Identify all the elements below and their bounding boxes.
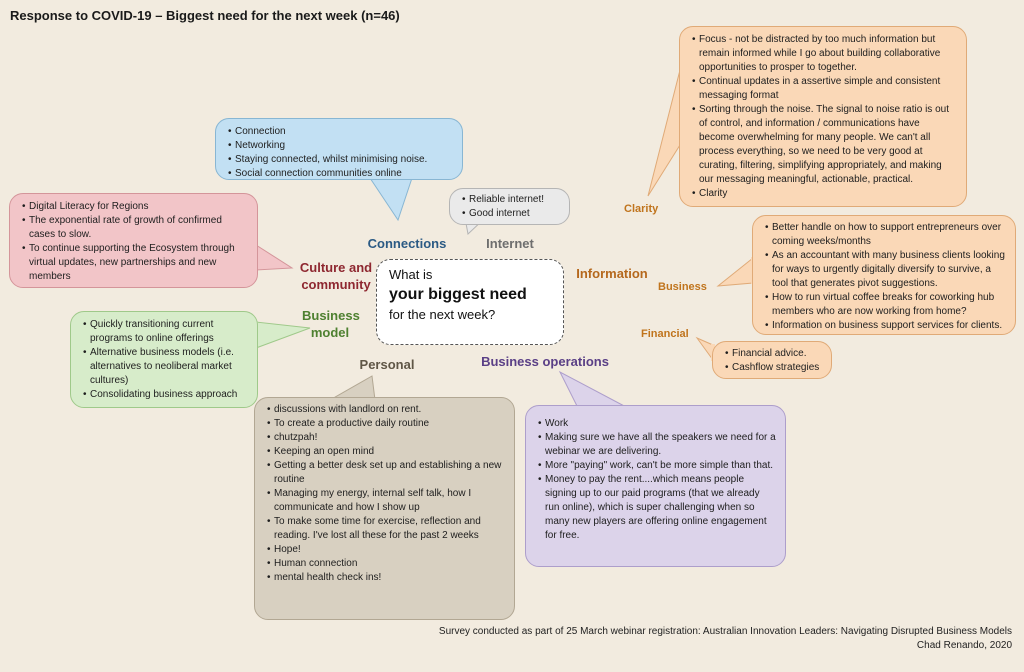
list-item: Cashflow strategies	[725, 361, 822, 375]
business-bubble: Better handle on how to support entrepre…	[752, 215, 1016, 335]
financial-tail	[695, 336, 714, 362]
category-information: Information	[576, 266, 648, 281]
connections-bubble: ConnectionNetworkingStaying connected, w…	[215, 118, 463, 181]
business-operations-list: WorkMaking sure we have all the speakers…	[538, 417, 776, 543]
list-item: Managing my energy, internal self talk, …	[267, 487, 505, 515]
list-item: Work	[538, 417, 776, 431]
list-item: Hope!	[267, 543, 505, 557]
culture-list: Digital Literacy for RegionsThe exponent…	[22, 200, 248, 284]
list-item: Keeping an open mind	[267, 445, 505, 459]
subcategory-business: Business	[658, 281, 707, 293]
personal-list: discussions with landlord on rent.To cre…	[267, 403, 505, 585]
footer: Survey conducted as part of 25 March web…	[312, 625, 1012, 653]
internet-bubble: Reliable internet!Good internet	[449, 188, 570, 225]
page-title: Response to COVID-19 – Biggest need for …	[10, 8, 400, 23]
central-question-line-3: for the next week?	[389, 307, 496, 322]
list-item: Better handle on how to support entrepre…	[765, 221, 1006, 249]
business-model-list: Quickly transitioning current programs t…	[83, 318, 248, 402]
list-item: Consolidating business approach	[83, 388, 248, 402]
connections-list: ConnectionNetworkingStaying connected, w…	[228, 125, 453, 181]
list-item: To create a productive daily routine	[267, 417, 505, 431]
list-item: Digital Literacy for Regions	[22, 200, 248, 214]
central-question-line-2: your biggest need	[389, 286, 527, 303]
category-connections: Connections	[367, 236, 447, 251]
list-item: Alternative business models (i.e. altern…	[83, 346, 248, 388]
category-business-model: Business model	[302, 308, 360, 340]
financial-bubble: Financial advice.Cashflow strategies	[712, 341, 832, 379]
clarity-list: Focus - not be distracted by too much in…	[692, 33, 957, 201]
business-list: Better handle on how to support entrepre…	[765, 221, 1006, 333]
list-item: As an accountant with many business clie…	[765, 249, 1006, 291]
list-item: How to run virtual coffee breaks for cow…	[765, 291, 1006, 319]
list-item: The exponential rate of growth of confir…	[22, 214, 248, 242]
internet-list: Reliable internet!Good internet	[462, 193, 560, 221]
culture-tail	[255, 244, 294, 271]
footer-author: Chad Renando, 2020	[916, 640, 1012, 651]
list-item: More "paying" work, can't be more simple…	[538, 459, 776, 473]
business-tail	[716, 256, 754, 287]
business-operations-tail	[558, 370, 629, 409]
list-item: Financial advice.	[725, 347, 822, 361]
clarity-tail	[647, 69, 681, 197]
list-item: Social connection communities online	[228, 167, 453, 181]
list-item: Quickly transitioning current programs t…	[83, 318, 248, 346]
list-item: To continue supporting the Ecosystem thr…	[22, 242, 248, 284]
personal-bubble: discussions with landlord on rent.To cre…	[254, 397, 515, 620]
financial-list: Financial advice.Cashflow strategies	[725, 347, 822, 375]
list-item: Making sure we have all the speakers we …	[538, 431, 776, 459]
list-item: Continual updates in a assertive simple …	[692, 75, 957, 103]
list-item: Sorting through the noise. The signal to…	[692, 103, 957, 187]
list-item: Reliable internet!	[462, 193, 560, 207]
central-question: What is your biggest need for the next w…	[376, 259, 564, 345]
list-item: Good internet	[462, 207, 560, 221]
category-personal: Personal	[359, 357, 415, 372]
list-item: Connection	[228, 125, 453, 139]
list-item: Human connection	[267, 557, 505, 571]
list-item: Money to pay the rent....which means peo…	[538, 473, 776, 543]
list-item: mental health check ins!	[267, 571, 505, 585]
business-operations-bubble: WorkMaking sure we have all the speakers…	[525, 405, 786, 567]
list-item: To make some time for exercise, reflecti…	[267, 515, 505, 543]
subcategory-clarity: Clarity	[624, 203, 659, 215]
category-culture: Culture and community	[299, 260, 373, 292]
list-item: Getting a better desk set up and establi…	[267, 459, 505, 487]
list-item: chutzpah!	[267, 431, 505, 445]
list-item: Information on business support services…	[765, 319, 1006, 333]
central-question-line-1: What is	[389, 267, 433, 282]
list-item: discussions with landlord on rent.	[267, 403, 505, 417]
culture-bubble: Digital Literacy for RegionsThe exponent…	[9, 193, 258, 288]
list-item: Focus - not be distracted by too much in…	[692, 33, 957, 75]
list-item: Staying connected, whilst minimising noi…	[228, 153, 453, 167]
category-internet: Internet	[486, 236, 534, 251]
clarity-bubble: Focus - not be distracted by too much in…	[679, 26, 967, 207]
category-business-operations: Business operations	[481, 354, 609, 369]
connections-tail	[369, 177, 413, 222]
list-item: Clarity	[692, 187, 957, 201]
list-item: Networking	[228, 139, 453, 153]
business-model-bubble: Quickly transitioning current programs t…	[70, 311, 258, 408]
footer-source: Survey conducted as part of 25 March web…	[438, 626, 1012, 637]
subcategory-financial: Financial	[641, 328, 689, 340]
